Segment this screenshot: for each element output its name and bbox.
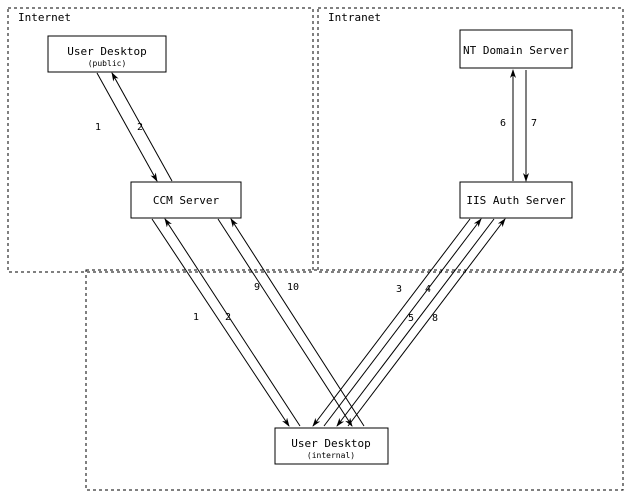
flow-line-8 [347,218,506,427]
node-user-desktop-public-title: User Desktop [67,45,146,58]
node-iis-auth-server-title: IIS Auth Server [466,194,566,207]
zone-internet: Internet [7,7,314,273]
step-label-2-internal: 2 [225,312,231,323]
node-nt-domain-server-box[interactable] [459,29,573,69]
step-label-6: 6 [500,118,506,129]
node-user-desktop-internal-box[interactable] [274,427,389,465]
zone-intranet: Intranet [317,7,624,273]
node-user-desktop-internal[interactable]: User Desktop (internal) [274,427,389,465]
step-labels: 1 2 1 2 9 10 3 4 5 8 6 7 [95,118,537,324]
flow-line-1b [151,218,290,427]
flow-line-3 [312,218,471,427]
flow-line-9 [217,218,353,427]
node-user-desktop-public-subtitle: (public) [88,59,127,68]
zone-internet-label: Internet [18,11,71,24]
flow-line-10 [230,218,365,427]
zone-internal-boundary [85,269,624,491]
node-iis-auth-server[interactable]: IIS Auth Server [459,181,573,219]
flow-line-2b [164,218,301,427]
node-nt-domain-server[interactable]: NT Domain Server [459,29,573,69]
zone-intranet-boundary [317,7,624,273]
flow-line-4 [323,218,482,427]
node-user-desktop-public-box[interactable] [47,35,167,73]
node-user-desktop-internal-title: User Desktop [291,437,370,450]
step-label-2-public: 2 [137,122,143,133]
step-label-5: 5 [408,313,414,324]
node-ccm-server[interactable]: CCM Server [130,181,242,219]
node-ccm-server-box[interactable] [130,181,242,219]
flow-line-5 [336,218,495,427]
zone-internet-boundary [7,7,314,273]
zone-internal-network [85,269,624,491]
step-label-1-public: 1 [95,122,101,133]
node-user-desktop-public[interactable]: User Desktop (public) [47,35,167,73]
step-label-1-internal: 1 [193,312,199,323]
flow-line-2 [111,72,173,182]
step-label-3: 3 [396,284,402,295]
node-nt-domain-server-title: NT Domain Server [463,44,569,57]
zone-intranet-label: Intranet [328,11,381,24]
step-label-4: 4 [425,284,431,295]
node-ccm-server-title: CCM Server [153,194,220,207]
step-label-9: 9 [254,282,260,293]
step-label-7: 7 [531,118,537,129]
step-label-8: 8 [432,313,438,324]
node-user-desktop-internal-subtitle: (internal) [307,451,355,460]
flow-line-1 [96,72,158,182]
flow-lines [96,69,529,427]
step-label-10: 10 [287,282,299,293]
node-iis-auth-server-box[interactable] [459,181,573,219]
